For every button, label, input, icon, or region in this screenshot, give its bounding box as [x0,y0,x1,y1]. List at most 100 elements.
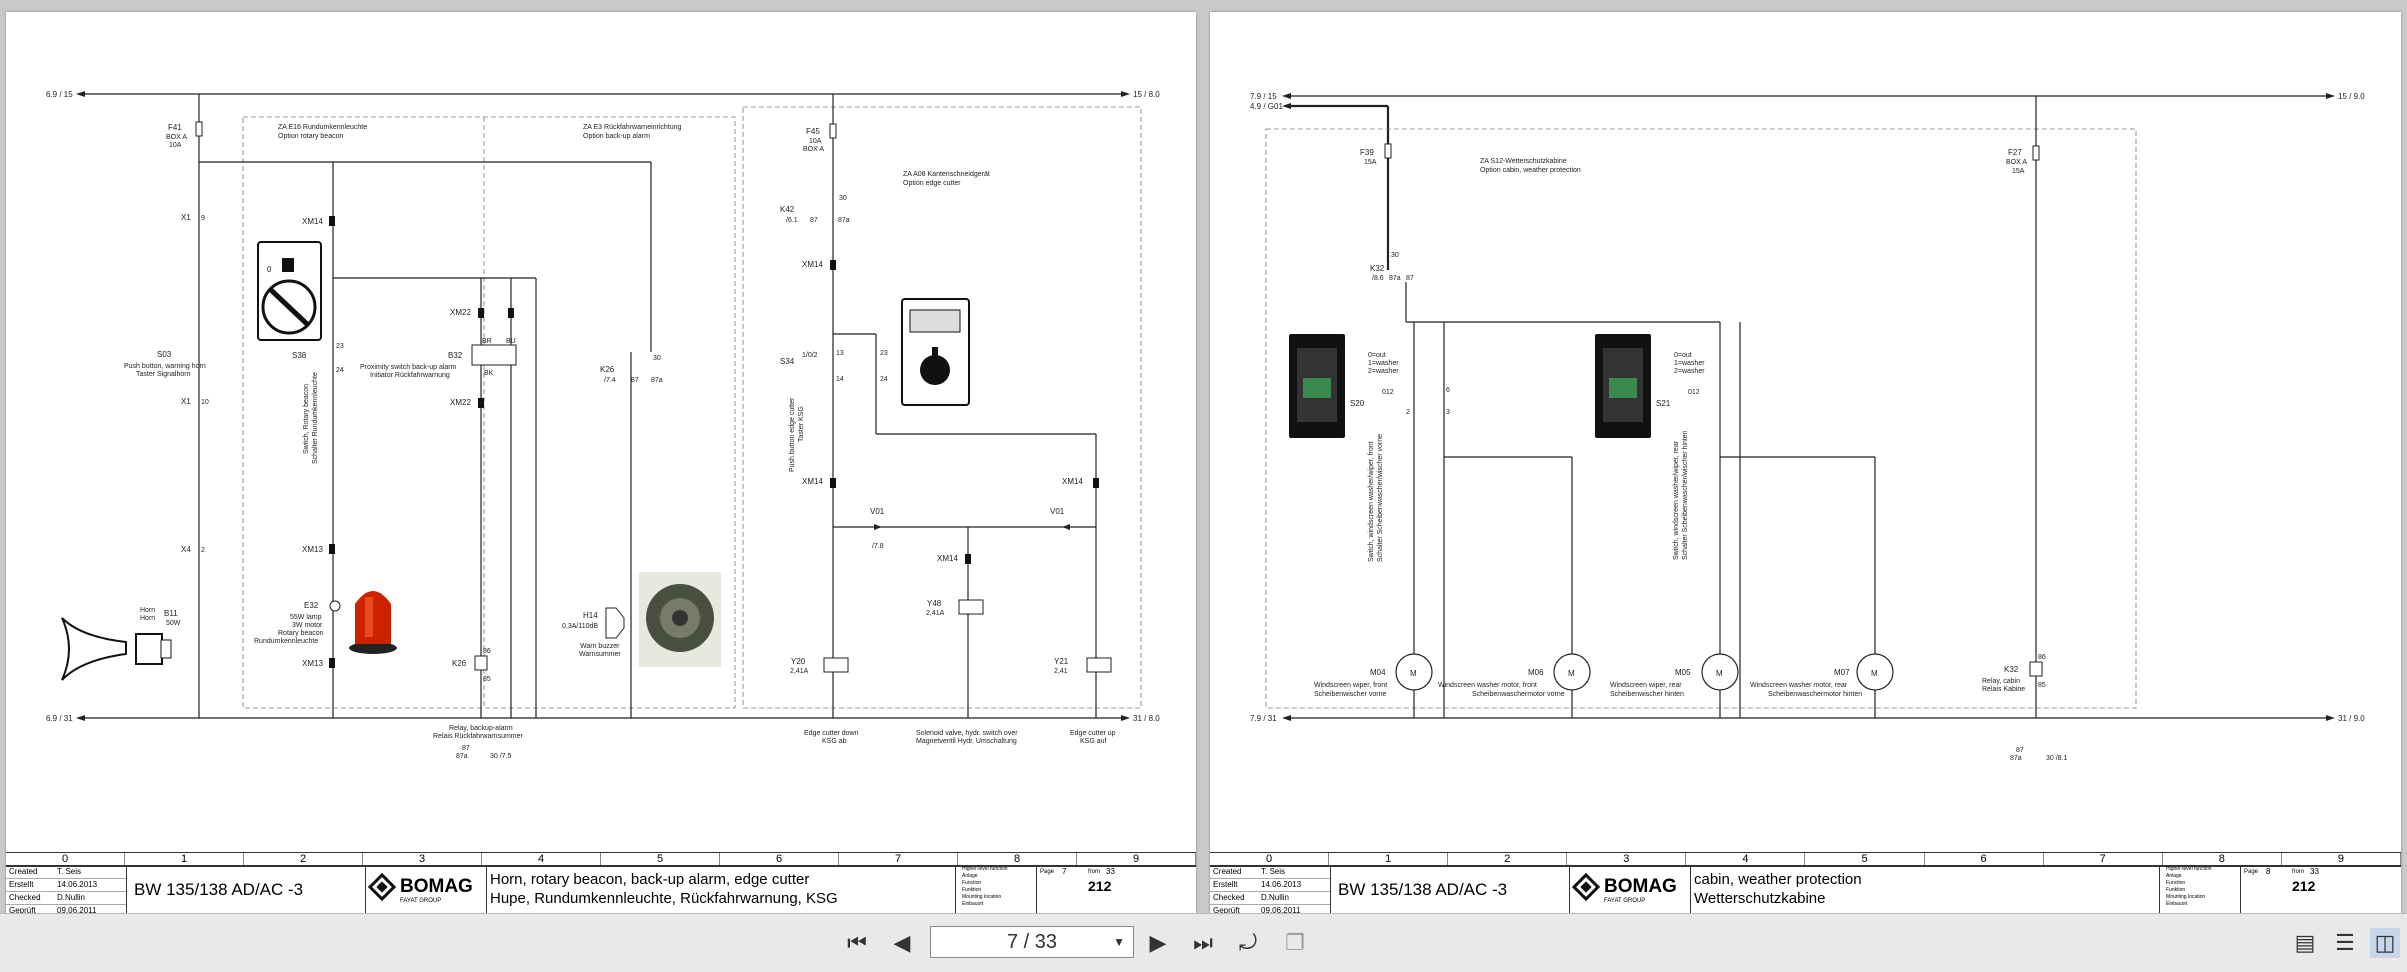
last-page-icon[interactable]: ⏭ [1193,930,1213,955]
svg-text:012: 012 [1382,389,1394,396]
page-info: Page 8 from 33 212 [2244,867,2319,894]
page-number-input[interactable]: 7 / 33 ▼ [930,926,1134,958]
svg-text:Relais Kabine: Relais Kabine [1982,686,2025,693]
svg-text:XM22: XM22 [450,308,471,317]
svg-text:Horn: Horn [140,607,155,614]
bomag-logo: BOMAG FAYAT GROUP [366,866,487,914]
svg-text:2=washer: 2=washer [1368,368,1399,375]
viewer-toolbar: ⏮ ◀ 7 / 33 ▼ ▶ ⏭ ⤾ ❐ ▤ ☰ ◫ [0,913,2407,972]
continuous-icon[interactable]: ☰ [2335,930,2355,955]
svg-text:Rotary beacon: Rotary beacon [278,630,324,637]
svg-text:Taster Signalhorn: Taster Signalhorn [136,371,191,378]
switch-s21: S21 [1656,399,1671,408]
schematic-page-right: 7.9 / 15 4.9 / G01 15 / 9.0 7.9 / 31 31 … [1210,12,2401,918]
svg-text:Option cabin, weather protecti: Option cabin, weather protection [1480,167,1581,174]
rail-top-right: 15 / 9.0 [2338,92,2365,101]
buzzer-photo-icon [639,572,721,667]
svg-text:XM14: XM14 [937,554,958,563]
relay-k26-contact: K26 [600,365,615,374]
motor-m05: M05 [1675,668,1691,677]
two-page-icon[interactable]: ◫ [2370,928,2400,958]
switch-s20: S20 [1350,399,1365,408]
svg-text:ZA A08 Kantenschneidgerät: ZA A08 Kantenschneidgerät [903,171,990,178]
relay-k32-coil: K32 [2004,665,2019,674]
svg-text:X1: X1 [181,213,191,222]
svg-text:Rundumkennleuchte: Rundumkennleuchte [254,638,318,645]
svg-text:Schalter Scheibenwascher/wisch: Schalter Scheibenwascher/wischer vorne [1377,434,1384,562]
svg-text:87a: 87a [838,217,850,224]
svg-text:XM22: XM22 [450,398,471,407]
first-page-icon[interactable]: ⏮ [847,930,867,955]
svg-text:Relais Rückfahrwarnsummer: Relais Rückfahrwarnsummer [433,733,524,740]
svg-text:Warn buzzer: Warn buzzer [580,643,620,650]
lamp-e32: E32 [304,601,319,610]
svg-text:Scheibenwaschermotor vorne: Scheibenwaschermotor vorne [1472,691,1565,698]
svg-text:1=washer: 1=washer [1368,360,1399,367]
svg-text:24: 24 [880,376,888,383]
relay-k32-contact: K32 [1370,264,1385,273]
svg-text:87a: 87a [1389,275,1401,282]
svg-text:Option rotary beacon: Option rotary beacon [278,133,343,140]
schematic-page-left: 6.9 / 15 15 / 8.0 6.9 / 31 31 / 8.0 F41 … [6,12,1196,918]
svg-text:Scheibenwaschermotor hinten: Scheibenwaschermotor hinten [1768,691,1862,698]
next-page-icon[interactable]: ▶ [1149,930,1167,955]
svg-text:/7.8: /7.8 [872,543,884,550]
svg-text:Solenoid valve, hydr. switch o: Solenoid valve, hydr. switch over [916,730,1018,737]
svg-text:Initiator Rückfahrwarnung: Initiator Rückfahrwarnung [370,372,450,379]
prev-page-icon[interactable]: ◀ [893,930,911,955]
rotate-icon[interactable]: ⤾ [1238,930,1258,955]
valve-y20: Y20 [791,657,806,666]
fuse-f27: F27 [2008,148,2022,157]
copy-icon[interactable]: ❐ [1285,930,1305,955]
svg-text:Switch, Rotary beacon: Switch, Rotary beacon [303,384,310,454]
svg-text:X1: X1 [181,397,191,406]
svg-text:Horn: Horn [140,615,155,622]
svg-text:3: 3 [1446,409,1450,416]
motor-m06: M06 [1528,668,1544,677]
circuit-diagram-right: 7.9 / 15 4.9 / G01 15 / 9.0 7.9 / 31 31 … [1250,92,2365,762]
svg-text:24: 24 [336,367,344,374]
svg-text:0=out: 0=out [1368,352,1386,359]
svg-text:Warnsummer: Warnsummer [579,651,621,658]
svg-text:10A: 10A [169,142,182,149]
chevron-down-icon[interactable]: ▼ [1113,935,1125,949]
svg-text:2,41A: 2,41A [790,668,809,675]
svg-text:87a: 87a [651,377,663,384]
svg-text:Switch, windscreen washer/wipe: Switch, windscreen washer/wiper, rear [1673,440,1680,560]
svg-text:Schalter Scheibenwascher/wisch: Schalter Scheibenwascher/wischer hinten [1682,430,1689,560]
svg-text:2,41: 2,41 [1054,668,1068,675]
svg-text:23: 23 [336,343,344,350]
rail-bottom-right: 31 / 8.0 [1133,714,1160,723]
svg-text:10: 10 [201,399,209,406]
svg-text:3W motor: 3W motor [292,622,323,629]
svg-text:ZA E3 Rückfahrwarneinrichtung: ZA E3 Rückfahrwarneinrichtung [583,124,682,131]
switch-s38: S38 [292,351,307,360]
page-info: Page 7 from 33 212 [1040,867,1115,894]
rail-bottom-left: 7.9 / 31 [1250,714,1277,723]
svg-text:30: 30 [1391,252,1399,259]
single-page-icon[interactable]: ▤ [2294,930,2316,955]
svg-text:15A: 15A [2012,168,2025,175]
svg-text:0: 0 [267,265,272,274]
svg-text:KSG ab: KSG ab [822,738,847,745]
model-name: BW 135/138 AD/AC -3 [1330,866,1570,914]
svg-text:0,3A/110dB: 0,3A/110dB [562,623,598,630]
relay-k26-coil: K26 [452,659,467,668]
motor-m04: M04 [1370,668,1386,677]
svg-text:KSG auf: KSG auf [1080,738,1107,745]
sensor-b32: B32 [448,351,463,360]
rail-top-left: 6.9 / 15 [46,90,73,99]
svg-text:Scheibenwischer vorne: Scheibenwischer vorne [1314,691,1386,698]
svg-text:6: 6 [1446,387,1450,394]
svg-text:XM14: XM14 [802,260,823,269]
svg-text:2=washer: 2=washer [1674,368,1705,375]
svg-text:M: M [1568,669,1575,678]
rail-bottom-right: 31 / 9.0 [2338,714,2365,723]
svg-text:Windscreen washer motor, rear: Windscreen washer motor, rear [1750,682,1848,689]
